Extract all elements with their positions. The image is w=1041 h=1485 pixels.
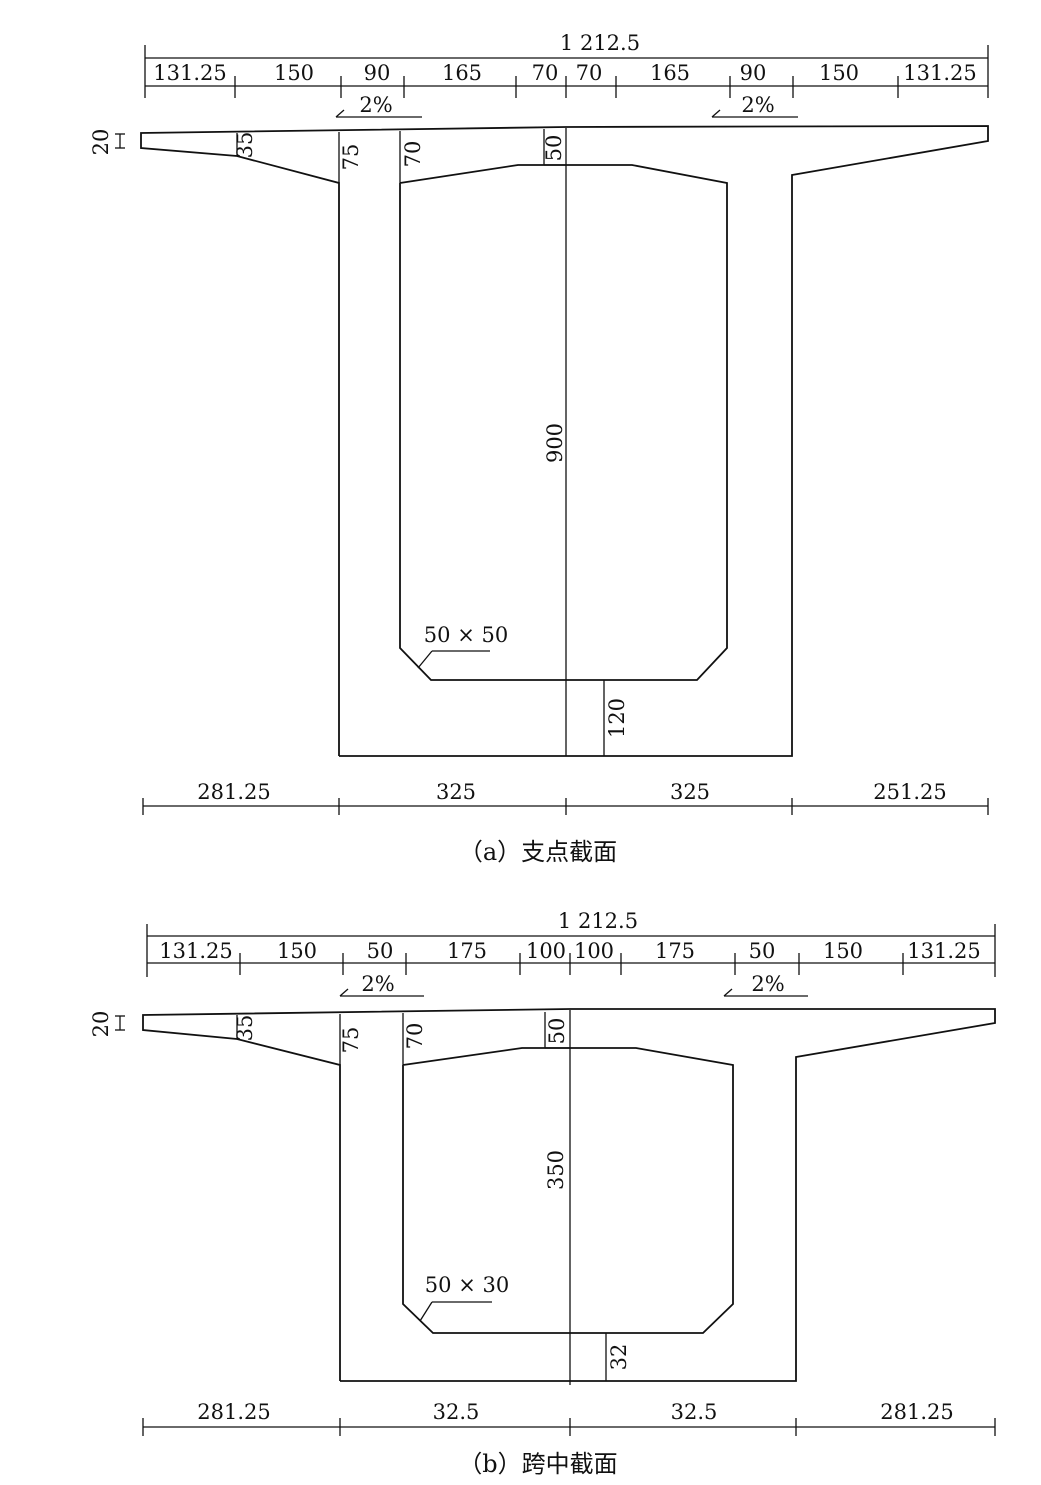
slope-left-label-a: 2% [359, 93, 392, 117]
girder-outline-b [142, 1008, 996, 1382]
top-dim-label: 50 [367, 939, 394, 963]
overall-width-label-a: 1 212.5 [560, 31, 640, 55]
flange-root-label-b: 35 [233, 1015, 257, 1042]
bottom-dim-label: 251.25 [873, 780, 946, 804]
top-dim-label: 165 [442, 61, 482, 85]
bottom-dim-label: 325 [670, 780, 710, 804]
bottom-dims-b: 281.25 32.5 32.5 281.25 [142, 1400, 996, 1436]
flange-tip-dim-a: 20 [89, 129, 125, 156]
web-inner-label-b: 70 [403, 1023, 427, 1050]
flange-root-label-a: 35 [233, 132, 257, 159]
top-dim-label: 131.25 [159, 939, 232, 963]
chamfer-label-a: 50 × 50 [424, 623, 508, 647]
flange-tip-dim-b: 20 [89, 1011, 125, 1038]
top-dim-label: 150 [819, 61, 859, 85]
top-dim-label: 150 [274, 61, 314, 85]
web-inner-label-a: 70 [401, 141, 425, 168]
top-dim-label: 175 [447, 939, 487, 963]
top-dim-label: 100 [526, 939, 566, 963]
top-dim-label: 131.25 [907, 939, 980, 963]
top-dim-label: 90 [740, 61, 767, 85]
bottom-dim-label: 281.25 [197, 1400, 270, 1424]
section-a: 1 212.5 131.25 150 90 165 70 70 165 90 1… [89, 31, 989, 866]
overall-width-dim-a: 1 212.5 [144, 31, 989, 98]
bottom-dim-label: 281.25 [880, 1400, 953, 1424]
slope-indicators-b: 2% 2% [339, 972, 808, 997]
web-outer-label-b: 75 [339, 1027, 363, 1054]
section-b: 1 212.5 131.25 150 50 175 100 100 175 50… [89, 909, 996, 1478]
bottom-dims-a: 281.25 325 325 251.25 [142, 780, 989, 815]
height-label-b: 350 [544, 1150, 568, 1190]
slope-right-label-b: 2% [751, 972, 784, 996]
top-dim-label: 90 [364, 61, 391, 85]
flange-tip-label-a: 20 [89, 129, 113, 156]
cell-outline-a [399, 164, 728, 681]
top-dim-label: 70 [532, 61, 559, 85]
top-dim-label: 131.25 [153, 61, 226, 85]
caption-a: （a）支点截面 [459, 838, 617, 866]
top-dim-label: 165 [650, 61, 690, 85]
web-outer-label-a: 75 [339, 144, 363, 171]
girder-outline-a [140, 125, 989, 757]
flange-tip-label-b: 20 [89, 1011, 113, 1038]
bottom-dim-label: 32.5 [433, 1400, 480, 1424]
top-slab-label-a: 50 [542, 135, 566, 162]
overall-width-dim-b: 1 212.5 [146, 909, 996, 977]
top-dim-label: 150 [823, 939, 863, 963]
slope-right-label-a: 2% [741, 93, 774, 117]
top-segment-dims-b: 131.25 150 50 175 100 100 175 50 150 131… [147, 939, 995, 975]
bottom-dim-label: 325 [436, 780, 476, 804]
slope-left-label-b: 2% [361, 972, 394, 996]
top-dim-label: 50 [749, 939, 776, 963]
bottom-slab-label-b: 32 [607, 1344, 631, 1371]
caption-b: （b）跨中截面 [458, 1450, 617, 1478]
top-dim-label: 100 [574, 939, 614, 963]
top-dim-label: 131.25 [903, 61, 976, 85]
bottom-dim-label: 281.25 [197, 780, 270, 804]
slope-indicators-a: 2% 2% [335, 93, 798, 118]
overall-width-label-b: 1 212.5 [558, 909, 638, 933]
bottom-slab-label-a: 120 [605, 698, 629, 738]
bottom-dim-label: 32.5 [671, 1400, 718, 1424]
top-dim-label: 175 [655, 939, 695, 963]
top-segment-dims-a: 131.25 150 90 165 70 70 165 90 150 131.2… [145, 61, 988, 98]
top-slab-label-b: 50 [545, 1018, 569, 1045]
chamfer-label-b: 50 × 30 [425, 1273, 509, 1297]
top-dim-label: 70 [576, 61, 603, 85]
height-label-a: 900 [543, 423, 567, 463]
top-dim-label: 150 [277, 939, 317, 963]
